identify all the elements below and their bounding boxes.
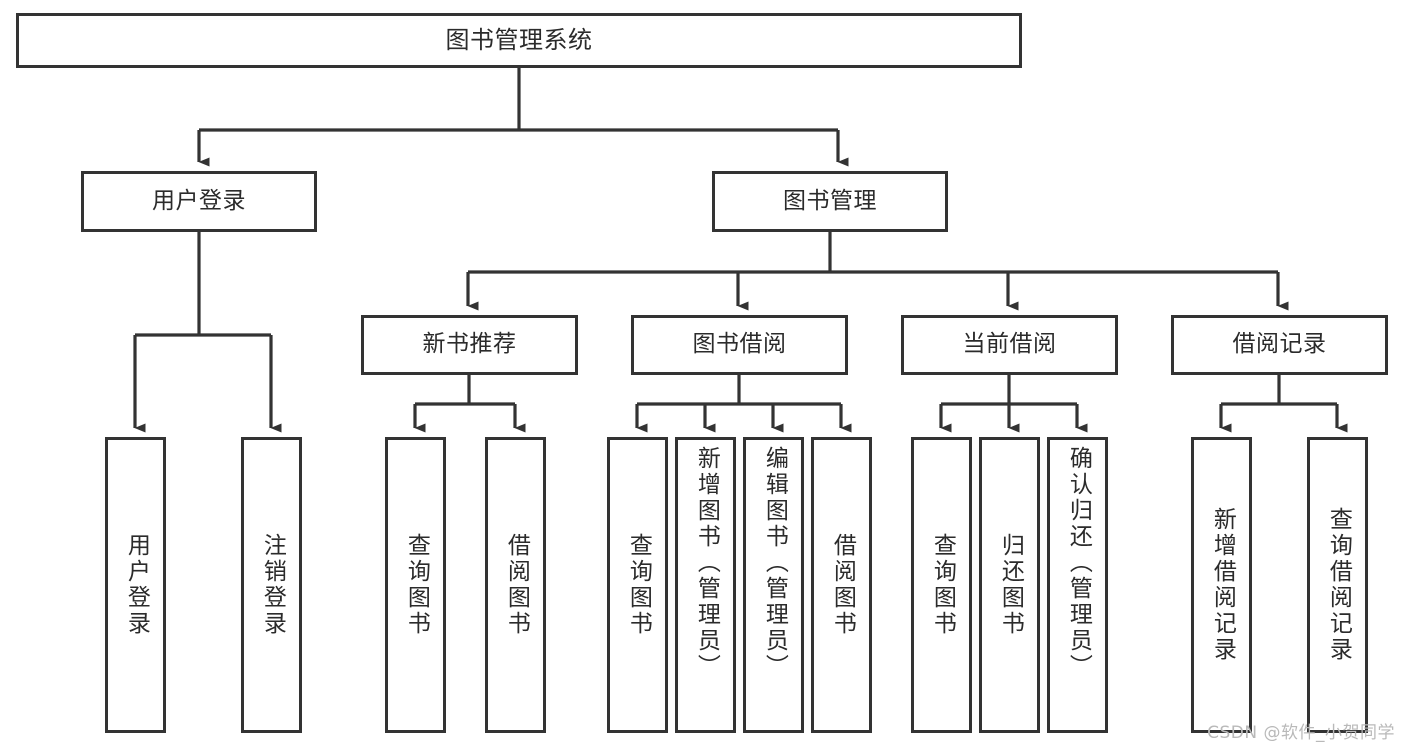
node-label: 新书推荐 — [422, 331, 517, 358]
node-label: 图书管理系统 — [445, 26, 593, 55]
node-label: 图书管理 — [783, 187, 877, 214]
leaf-confirm-return-admin[interactable]: 确认归还（管理员） — [1047, 437, 1108, 733]
node-new-book-recommend[interactable]: 新书推荐 — [361, 315, 578, 375]
node-current-borrow[interactable]: 当前借阅 — [901, 315, 1118, 375]
csdn-watermark: CSDN @软件_小贺同学 — [1207, 723, 1395, 743]
leaf-return-book[interactable]: 归还图书 — [979, 437, 1040, 733]
node-label: 编辑图书（管理员） — [761, 446, 788, 680]
node-label: 查询图书 — [625, 533, 652, 637]
leaf-user-login[interactable]: 用户登录 — [105, 437, 166, 733]
node-label: 用户登录 — [123, 533, 150, 637]
node-book-borrow[interactable]: 图书借阅 — [631, 315, 848, 375]
leaf-add-borrow-record[interactable]: 新增借阅记录 — [1191, 437, 1252, 733]
node-label: 查询借阅记录 — [1325, 507, 1352, 663]
node-label: 确认归还（管理员） — [1065, 446, 1092, 680]
leaf-borrow-book-new[interactable]: 借阅图书 — [485, 437, 546, 733]
node-label: 借阅记录 — [1232, 331, 1327, 358]
node-borrow-record[interactable]: 借阅记录 — [1171, 315, 1388, 375]
leaf-borrow-book[interactable]: 借阅图书 — [811, 437, 872, 733]
node-label: 当前借阅 — [962, 331, 1057, 358]
node-label: 图书借阅 — [692, 331, 787, 358]
leaf-query-book-new[interactable]: 查询图书 — [385, 437, 446, 733]
node-label: 用户登录 — [152, 187, 246, 214]
node-book-management[interactable]: 图书管理 — [712, 171, 948, 232]
node-label: 归还图书 — [997, 533, 1024, 637]
leaf-logout[interactable]: 注销登录 — [241, 437, 302, 733]
leaf-add-book-admin[interactable]: 新增图书（管理员） — [675, 437, 736, 733]
node-label: 借阅图书 — [503, 533, 530, 637]
node-label: 新增借阅记录 — [1209, 507, 1236, 663]
node-label: 借阅图书 — [829, 533, 856, 637]
node-label: 查询图书 — [403, 533, 430, 637]
node-label: 注销登录 — [259, 533, 286, 637]
leaf-edit-book-admin[interactable]: 编辑图书（管理员） — [743, 437, 804, 733]
leaf-query-borrow-record[interactable]: 查询借阅记录 — [1307, 437, 1368, 733]
leaf-query-book-borrow[interactable]: 查询图书 — [607, 437, 668, 733]
node-root-system[interactable]: 图书管理系统 — [16, 13, 1022, 68]
node-user-login[interactable]: 用户登录 — [81, 171, 317, 232]
leaf-query-book-current[interactable]: 查询图书 — [911, 437, 972, 733]
node-label: 查询图书 — [929, 533, 956, 637]
node-label: 新增图书（管理员） — [693, 446, 720, 680]
